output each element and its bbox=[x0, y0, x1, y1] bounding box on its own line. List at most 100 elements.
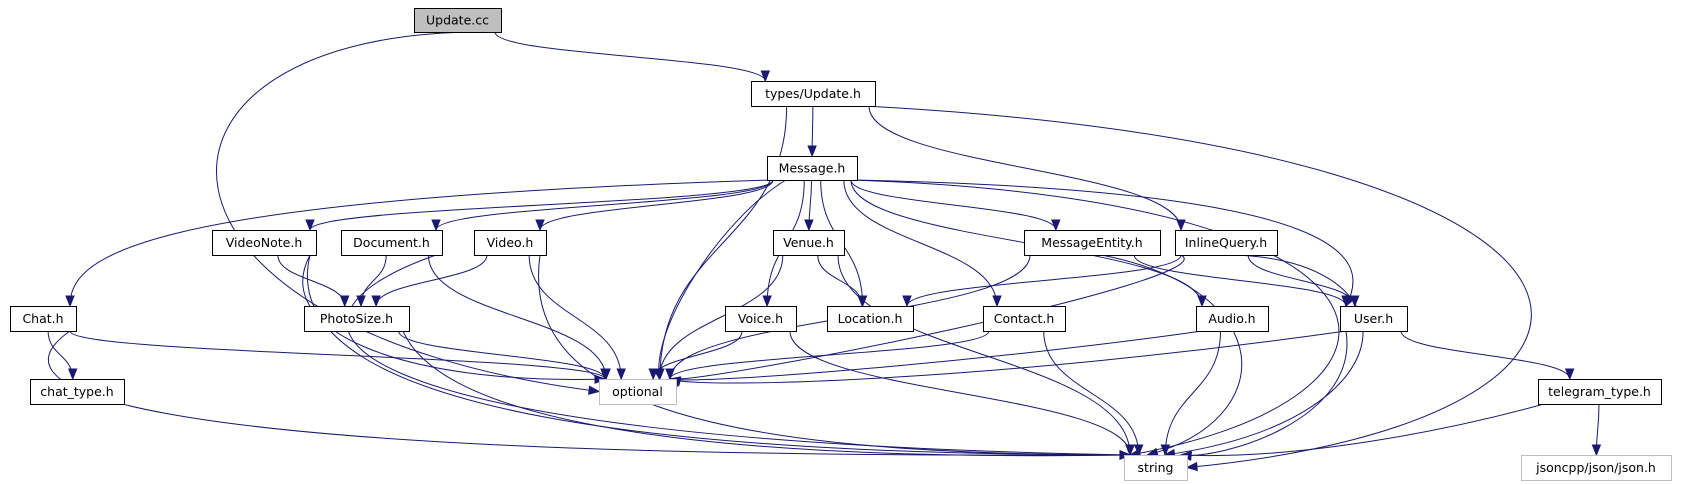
edge-arrowhead bbox=[807, 145, 817, 158]
edge-line bbox=[346, 254, 1131, 456]
node-venue-h[interactable]: Venue.h bbox=[773, 230, 845, 256]
node-label: InlineQuery.h bbox=[1185, 235, 1267, 250]
node-label: Chat.h bbox=[22, 311, 63, 326]
edge-line bbox=[402, 330, 1131, 457]
node-box bbox=[1124, 455, 1188, 481]
node-box bbox=[1196, 306, 1269, 332]
node-box bbox=[1024, 230, 1161, 256]
edge-messageentity-h-to-string bbox=[1101, 254, 1243, 457]
edge-line bbox=[658, 254, 784, 380]
edge-message-h-to-videonote-h bbox=[305, 179, 774, 232]
edge-line bbox=[398, 330, 606, 380]
node-box bbox=[414, 8, 502, 33]
node-label: PhotoSize.h bbox=[320, 311, 393, 326]
node-label: Document.h bbox=[353, 235, 430, 250]
edge-photosize-h-to-string bbox=[402, 330, 1132, 460]
node-contact-h[interactable]: Contact.h bbox=[983, 306, 1066, 332]
edge-arrowhead bbox=[431, 219, 441, 232]
node-label: Voice.h bbox=[738, 311, 783, 326]
edge-line bbox=[1180, 403, 1545, 456]
node-box bbox=[474, 230, 547, 256]
edge-venue-h-to-string bbox=[837, 254, 1135, 457]
edge-line bbox=[427, 254, 607, 380]
edge-types-update-h-to-inlinequery-h bbox=[868, 105, 1186, 232]
node-voice-h[interactable]: Voice.h bbox=[725, 306, 797, 332]
edge-videonote-h-to-string bbox=[307, 254, 1132, 460]
edge-arrowhead bbox=[600, 368, 610, 381]
node-document-h[interactable]: Document.h bbox=[341, 230, 443, 256]
node-label: optional bbox=[612, 384, 663, 399]
edge-arrowhead bbox=[1051, 219, 1061, 232]
node-box bbox=[10, 306, 77, 332]
node-label: Contact.h bbox=[994, 311, 1055, 326]
node-chat-h[interactable]: Chat.h bbox=[10, 306, 77, 332]
node-label: Audio.h bbox=[1208, 311, 1255, 326]
edge-line bbox=[837, 254, 1131, 456]
edge-arrowhead bbox=[67, 368, 78, 381]
node-label: VideoNote.h bbox=[226, 235, 303, 250]
edge-arrowhead bbox=[760, 70, 771, 83]
edge-audio-h-to-string bbox=[1160, 330, 1222, 457]
edge-line bbox=[1164, 254, 1364, 456]
edge-line bbox=[669, 330, 990, 380]
edge-telegram-type-h-to-string bbox=[1179, 403, 1545, 461]
edge-line bbox=[69, 330, 606, 380]
node-videonote-h[interactable]: VideoNote.h bbox=[212, 230, 317, 256]
edge-contact-h-to-optional bbox=[665, 330, 990, 381]
node-audio-h[interactable]: Audio.h bbox=[1196, 306, 1269, 332]
edge-line bbox=[302, 254, 606, 380]
node-label: Video.h bbox=[487, 235, 534, 250]
node-jsoncpp-json-h: jsoncpp/json/json.h bbox=[1521, 455, 1672, 481]
edge-line bbox=[659, 105, 788, 380]
edge-venue-h-to-location-h bbox=[817, 254, 867, 308]
node-label: Venue.h bbox=[783, 235, 834, 250]
node-box bbox=[1340, 306, 1408, 332]
node-telegram-type-h[interactable]: telegram_type.h bbox=[1538, 379, 1662, 405]
edge-line bbox=[1164, 330, 1222, 456]
edge-arrowhead bbox=[804, 219, 814, 232]
edge-types-update-h-to-string bbox=[864, 105, 1532, 472]
node-message-h[interactable]: Message.h bbox=[767, 156, 858, 181]
node-optional: optional bbox=[599, 379, 677, 405]
node-string: string bbox=[1124, 455, 1188, 481]
edge-arrowhead bbox=[1125, 444, 1135, 457]
edge-line bbox=[494, 31, 766, 82]
edge-document-h-to-photosize-h bbox=[356, 254, 387, 308]
node-messageentity-h[interactable]: MessageEntity.h bbox=[1024, 230, 1161, 256]
edge-line bbox=[1133, 254, 1347, 307]
edge-line bbox=[48, 330, 1131, 456]
edge-user-h-to-optional bbox=[668, 330, 1347, 388]
edge-arrowhead bbox=[1160, 444, 1171, 457]
node-label: Location.h bbox=[838, 311, 903, 326]
node-types-update-h[interactable]: types/Update.h bbox=[751, 81, 876, 107]
edge-arrowhead bbox=[1176, 219, 1186, 232]
edge-line bbox=[539, 179, 774, 231]
edge-video-h-to-photosize-h bbox=[371, 254, 488, 308]
node-photosize-h[interactable]: PhotoSize.h bbox=[304, 306, 410, 332]
node-label: Message.h bbox=[779, 161, 846, 176]
node-box bbox=[1538, 379, 1662, 405]
edge-line bbox=[817, 254, 863, 307]
edge-arrowhead bbox=[665, 368, 675, 381]
node-user-h[interactable]: User.h bbox=[1340, 306, 1408, 332]
node-label: User.h bbox=[1354, 311, 1393, 326]
edge-video-h-to-optional bbox=[528, 254, 626, 381]
edge-voice-h-to-optional bbox=[648, 330, 743, 381]
node-chat-type-h[interactable]: chat_type.h bbox=[30, 379, 125, 405]
edge-message-h-to-document-h bbox=[431, 179, 774, 232]
node-label: chat_type.h bbox=[40, 384, 113, 399]
edge-chat-h-to-string bbox=[48, 330, 1132, 460]
edge-line bbox=[1400, 330, 1571, 380]
node-inlinequery-h[interactable]: InlineQuery.h bbox=[1175, 230, 1278, 256]
edge-update-cc-to-optional bbox=[216, 31, 601, 395]
node-box bbox=[30, 379, 125, 405]
nodes-layer: Update.cctypes/Update.hMessage.hVideoNot… bbox=[10, 8, 1672, 481]
edge-message-h-to-optional bbox=[653, 179, 787, 381]
node-location-h[interactable]: Location.h bbox=[827, 306, 914, 332]
edge-chat-h-to-chat-type-h bbox=[47, 330, 78, 381]
edge-line bbox=[658, 179, 787, 380]
node-video-h[interactable]: Video.h bbox=[474, 230, 547, 256]
edge-arrowhead bbox=[762, 295, 772, 308]
edge-arrowhead bbox=[1341, 295, 1351, 308]
